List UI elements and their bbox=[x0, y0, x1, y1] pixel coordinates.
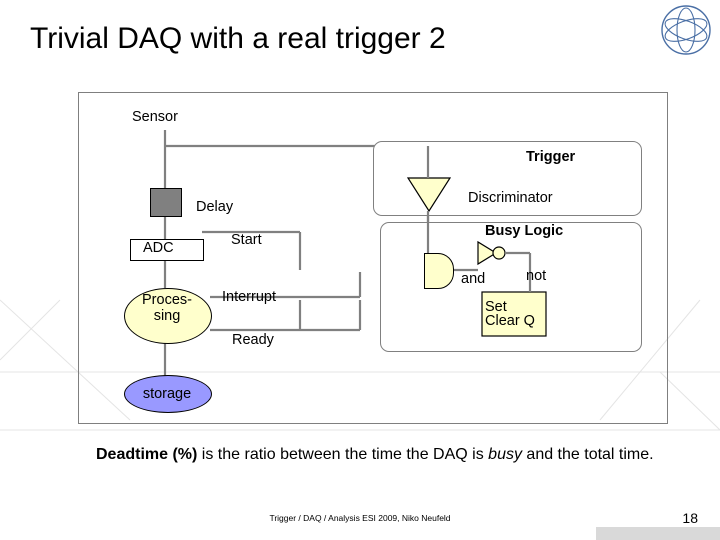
adc-label: ADC bbox=[143, 240, 174, 256]
and-gate-shape bbox=[424, 253, 454, 289]
deadtime-text-2: and the total time. bbox=[521, 446, 654, 463]
delay-label: Delay bbox=[196, 199, 234, 215]
ready-label: Ready bbox=[232, 332, 274, 348]
cern-logo-icon bbox=[661, 5, 711, 55]
not-label: not bbox=[526, 268, 547, 284]
diagram-frame bbox=[78, 92, 668, 424]
page-title: Trivial DAQ with a real trigger 2 bbox=[30, 22, 446, 55]
deadtime-text-1: is the ratio between the time the DAQ is bbox=[197, 446, 489, 463]
storage-block bbox=[124, 375, 212, 413]
processing-block bbox=[124, 288, 212, 344]
page-number: 18 bbox=[682, 510, 698, 526]
deadtime-bold-lead: Deadtime (%) bbox=[96, 446, 198, 463]
interrupt-label: Interrupt bbox=[222, 289, 276, 305]
footer-bar bbox=[596, 527, 720, 540]
set-label: Set bbox=[485, 299, 507, 315]
slide-footer: Trigger / DAQ / Analysis ESI 2009, Niko … bbox=[269, 513, 451, 523]
processing-label-line2: sing bbox=[153, 308, 181, 324]
busy-logic-label: Busy Logic bbox=[485, 223, 564, 239]
deadtime-italic: busy bbox=[488, 446, 522, 463]
trigger-label: Trigger bbox=[526, 149, 576, 165]
busy-logic-group-box bbox=[380, 222, 642, 352]
processing-label-line1: Proces- bbox=[142, 292, 192, 308]
discriminator-label: Discriminator bbox=[468, 190, 553, 206]
and-label: and bbox=[461, 271, 486, 287]
sensor-label: Sensor bbox=[132, 109, 178, 125]
adc-block bbox=[130, 239, 204, 261]
processing-label: Proces- sing bbox=[131, 292, 203, 324]
start-label: Start bbox=[231, 232, 262, 248]
clear-q-label: Clear Q bbox=[485, 313, 535, 329]
deadtime-caption: Deadtime (%) is the ratio between the ti… bbox=[96, 444, 656, 466]
storage-label: storage bbox=[142, 386, 192, 402]
delay-block bbox=[150, 188, 182, 217]
